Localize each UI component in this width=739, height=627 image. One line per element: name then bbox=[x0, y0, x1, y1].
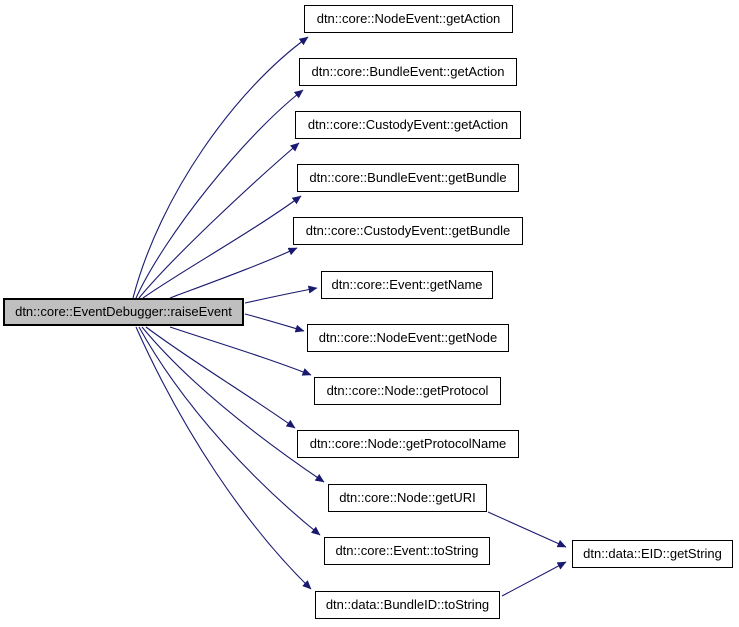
edge-geturi-to-eid-getstring bbox=[487, 511, 567, 548]
edge-raiseevent-to-bundleid-tostring bbox=[135, 326, 312, 590]
edge-bundleid-tostring-to-eid-getstring bbox=[501, 561, 567, 597]
edge-raiseevent-to-nodeevent-getaction bbox=[132, 36, 309, 299]
node-bundleevent-getbundle[interactable]: dtn::core::BundleEvent::getBundle bbox=[297, 164, 519, 192]
node-eid-getstring[interactable]: dtn::data::EID::getString bbox=[572, 540, 733, 568]
node-node-getprotocol[interactable]: dtn::core::Node::getProtocol bbox=[314, 377, 501, 405]
edge-raiseevent-to-node-getprotocolname bbox=[145, 326, 296, 429]
node-event-tostring[interactable]: dtn::core::Event::toString bbox=[324, 537, 490, 565]
node-node-geturi[interactable]: dtn::core::Node::getURI bbox=[328, 484, 487, 512]
edge-raiseevent-to-event-getname bbox=[244, 285, 318, 304]
node-custodyevent-getbundle[interactable]: dtn::core::CustodyEvent::getBundle bbox=[293, 217, 523, 245]
edge-raiseevent-to-custodyevent-getbundle bbox=[169, 247, 298, 299]
edge-raiseevent-to-node-geturi bbox=[141, 326, 325, 483]
edge-raiseevent-to-node-getprotocol bbox=[169, 326, 312, 376]
edge-raiseevent-to-nodeevent-getnode bbox=[244, 313, 305, 333]
edge-raiseevent-to-custodyevent-getaction bbox=[138, 142, 300, 299]
node-eventdebugger-raiseevent[interactable]: dtn::core::EventDebugger::raiseEvent bbox=[3, 298, 244, 326]
edge-raiseevent-to-bundleevent-getaction bbox=[135, 89, 304, 299]
node-nodeevent-getnode[interactable]: dtn::core::NodeEvent::getNode bbox=[307, 324, 509, 352]
node-bundleid-tostring[interactable]: dtn::data::BundleID::toString bbox=[315, 591, 500, 619]
node-bundleevent-getaction[interactable]: dtn::core::BundleEvent::getAction bbox=[299, 58, 517, 86]
node-nodeevent-getaction[interactable]: dtn::core::NodeEvent::getAction bbox=[304, 5, 513, 33]
edge-raiseevent-to-bundleevent-getbundle bbox=[142, 195, 302, 299]
edge-raiseevent-to-event-tostring bbox=[138, 326, 321, 536]
node-node-getprotocolname[interactable]: dtn::core::Node::getProtocolName bbox=[297, 430, 519, 458]
node-custodyevent-getaction[interactable]: dtn::core::CustodyEvent::getAction bbox=[295, 111, 521, 139]
node-event-getname[interactable]: dtn::core::Event::getName bbox=[321, 271, 493, 299]
